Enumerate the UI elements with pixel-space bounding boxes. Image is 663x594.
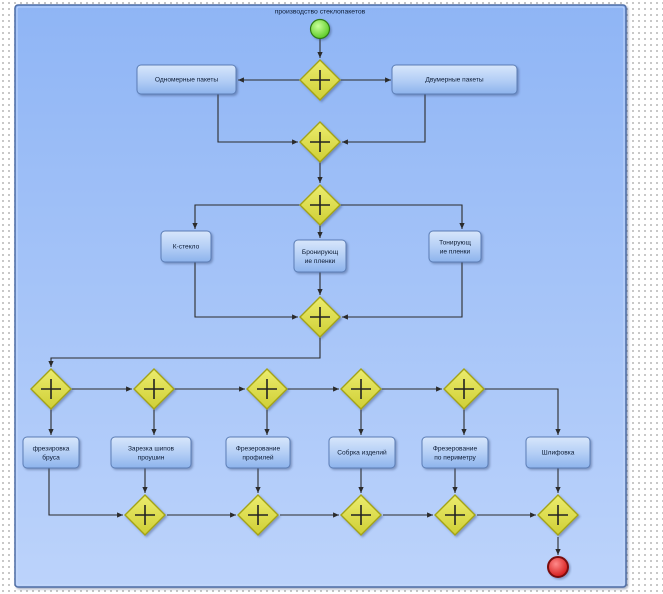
task-label: К-стекло [173,244,200,251]
task-label: Двумерные пакеты [425,77,483,84]
task-label-line-1: Фрезерование [433,446,478,453]
start-event[interactable] [309,18,331,40]
task-label-line-2: по периметру [434,455,476,462]
task-label-line-1: фрезировка [33,446,70,453]
task-label: Одномерные пакеты [155,77,219,84]
task-assembly[interactable]: Собрка изделий [328,436,396,469]
task-label-line-1: Тонирующ [439,240,471,247]
pool-inner-border [16,6,625,586]
task-label: Шлифовка [542,450,575,457]
task-armor-film[interactable]: Бронирующ ие пленки [293,239,347,273]
diagram-title: производство стеклопакетов [275,9,366,16]
task-label-line-2: бруса [42,454,60,462]
task-label-line-2: проушин [138,455,165,462]
task-label-line-2: ие пленки [440,249,471,256]
task-beam-milling[interactable]: фрезировка бруса [22,436,80,469]
task-label-line-1: Зарезка шипов [128,446,175,453]
task-grinding[interactable]: Шлифовка [525,436,591,469]
task-label-line-2: ие пленки [305,258,336,265]
task-two-chamber[interactable]: Двумерные пакеты [391,64,518,95]
task-tint-film[interactable]: Тонирующ ие пленки [428,230,482,263]
task-perimeter-milling[interactable]: Фрезерование по периметру [421,436,489,469]
sequence-flows [48,39,561,555]
task-label: Собрка изделий [337,449,387,457]
task-label-line-2: профилей [242,454,274,462]
end-event[interactable] [547,556,569,578]
task-profile-milling[interactable]: Фрезерование профилей [225,436,291,469]
task-label-line-1: Бронирующ [302,249,339,256]
task-one-chamber[interactable]: Одномерные пакеты [136,64,237,95]
task-tenon-cutting[interactable]: Зарезка шипов проушин [110,436,192,469]
task-label-line-1: Фрезерование [236,446,281,453]
task-k-glass[interactable]: К-стекло [160,230,212,263]
